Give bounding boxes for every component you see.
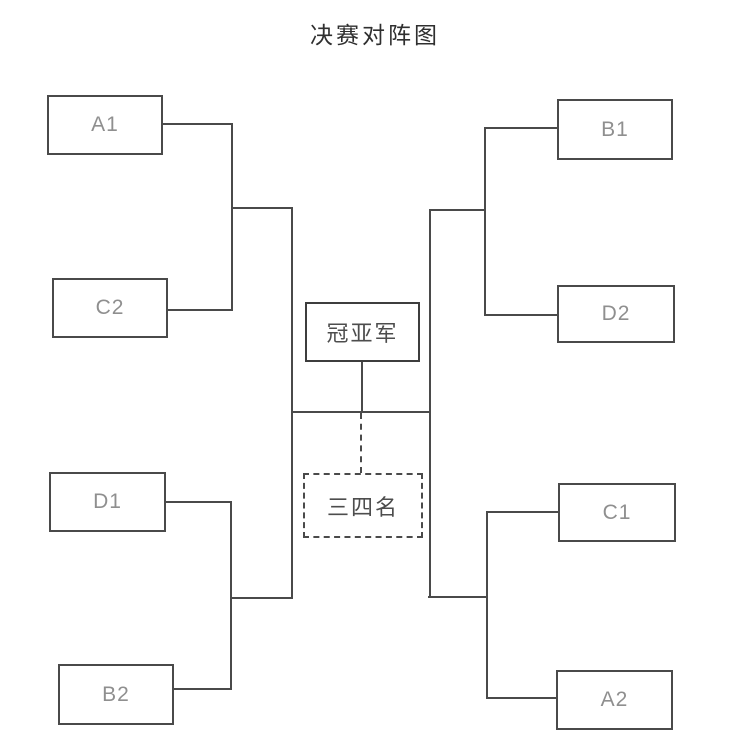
connector-a2-h <box>486 697 556 699</box>
team-box-c2: C2 <box>52 278 168 338</box>
third-place-label: 三四名 <box>326 494 399 520</box>
connector-c2-h <box>168 309 233 311</box>
connector-right-bottom-mid-h <box>428 596 488 598</box>
connector-left-bottom-mid-h <box>230 597 293 599</box>
connector-a1-h <box>163 123 233 125</box>
team-label-b1: B1 <box>601 117 629 141</box>
connector-c1-h <box>486 511 558 513</box>
connector-left-final-v <box>291 207 293 599</box>
connector-left-top-v <box>231 123 233 311</box>
team-box-c1: C1 <box>558 483 676 542</box>
team-label-a2: A2 <box>600 688 629 711</box>
connector-b2-h <box>174 688 232 690</box>
third-place-box: 三四名 <box>303 473 423 538</box>
final-label: 冠亚军 <box>326 321 399 346</box>
connector-left-bottom-v <box>230 501 232 690</box>
connector-right-final-v <box>429 209 431 598</box>
team-label-d1: D1 <box>93 490 122 513</box>
team-box-a1: A1 <box>47 95 163 155</box>
team-label-a1: A1 <box>91 113 119 136</box>
connector-d2-h <box>484 314 557 316</box>
connector-left-top-mid-h <box>231 207 293 209</box>
connector-right-bottom-v <box>486 511 488 699</box>
team-label-d2: D2 <box>601 302 631 325</box>
connector-third-place-dashed-v <box>360 413 362 473</box>
connector-final-h <box>291 411 431 413</box>
team-box-d2: D2 <box>557 285 675 343</box>
team-box-b1: B1 <box>557 99 673 160</box>
team-box-d1: D1 <box>49 472 166 532</box>
final-box: 冠亚军 <box>305 302 420 362</box>
team-label-c1: C1 <box>602 500 632 524</box>
connector-champion-stub-v <box>361 362 363 412</box>
connector-d1-h <box>166 501 232 503</box>
team-box-b2: B2 <box>58 664 174 725</box>
connector-right-top-mid-h <box>429 209 486 211</box>
diagram-title: 决赛对阵图 <box>310 23 440 48</box>
connector-b1-h <box>484 127 557 129</box>
connector-right-top-v <box>484 127 486 316</box>
team-label-c2: C2 <box>95 296 125 319</box>
team-box-a2: A2 <box>556 670 673 730</box>
team-label-b2: B2 <box>102 682 130 706</box>
